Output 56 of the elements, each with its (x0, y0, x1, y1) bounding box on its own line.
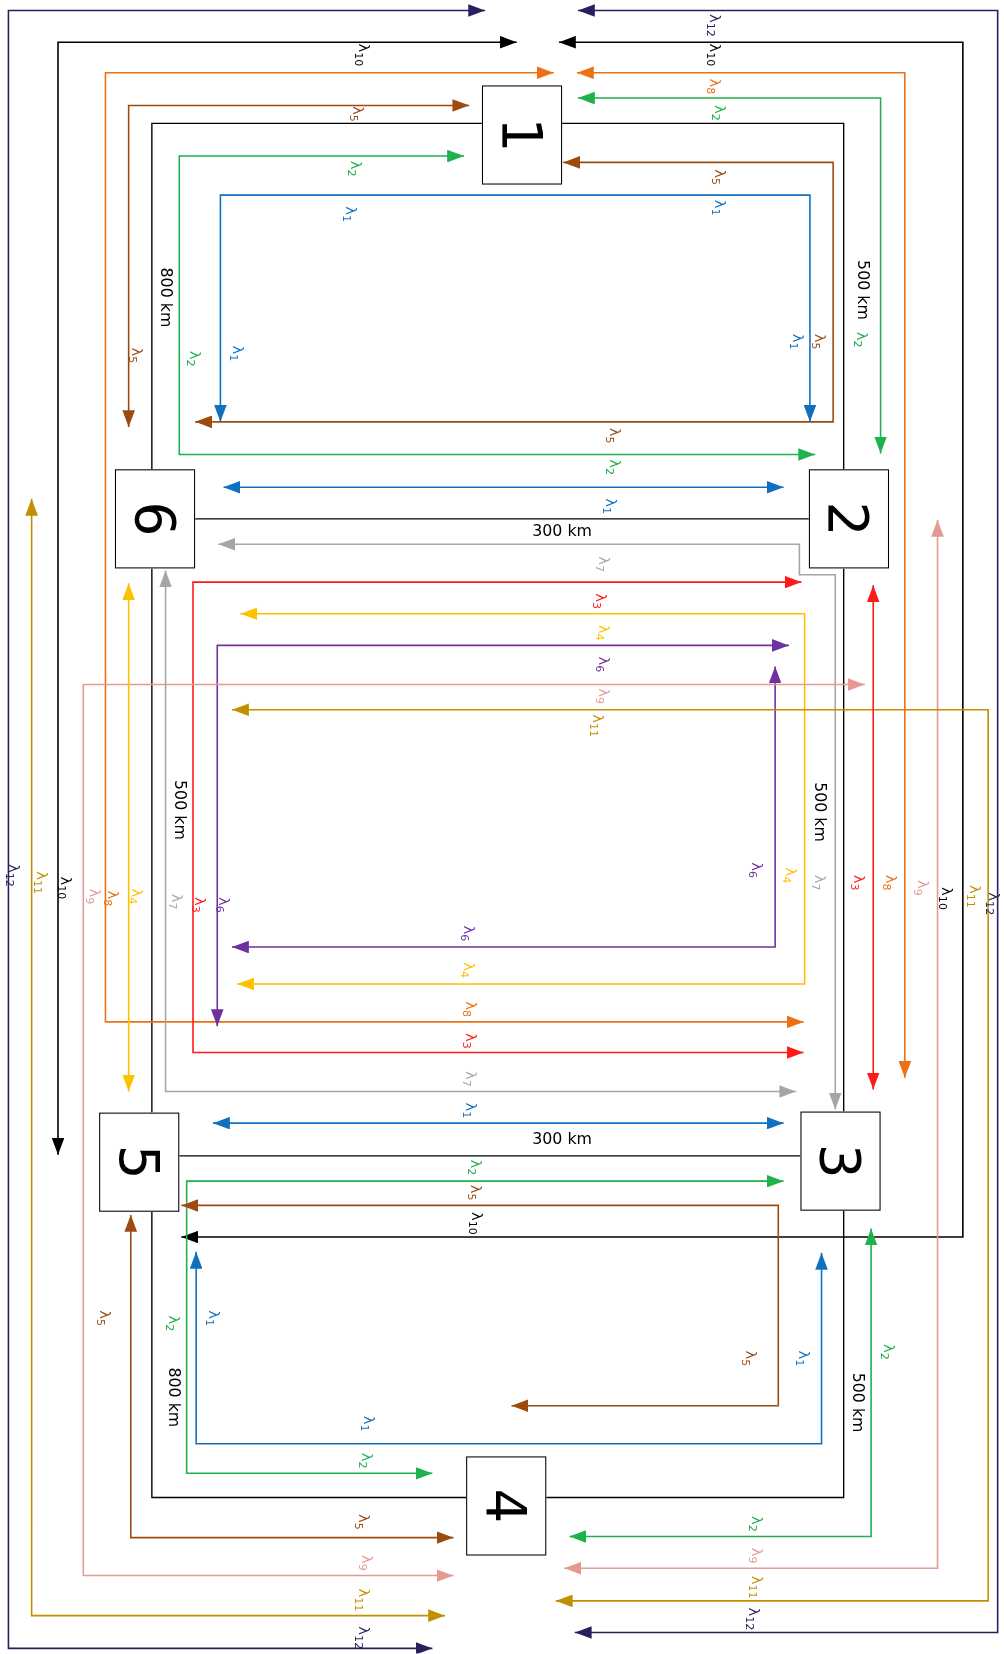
node-number: 4 (478, 1488, 534, 1524)
node-box (114, 469, 196, 569)
distance-label: 800 km (166, 1367, 182, 1428)
connector-arrow (180, 35, 964, 1244)
connector-arrow (231, 665, 782, 954)
connector-arrow (231, 703, 989, 1608)
link-line (561, 122, 845, 470)
connector-arrow (210, 639, 790, 1027)
connector-arrow (25, 498, 446, 1622)
connector-arrow (189, 1251, 828, 1445)
connector-arrow (178, 149, 816, 461)
connector-arrow (122, 99, 471, 428)
link-line (178, 1155, 802, 1157)
node-number: 1 (494, 117, 550, 153)
node-number: 2 (821, 501, 877, 537)
connector-arrow (568, 1227, 878, 1543)
node-number: 5 (111, 1144, 167, 1180)
link-line (151, 567, 153, 1114)
connector-arrow (194, 156, 834, 429)
connector-arrow (577, 91, 887, 455)
connector-arrow (51, 35, 518, 1156)
connector-arrow (222, 480, 785, 494)
node-number: 3 (813, 1143, 868, 1179)
connector-arrow (576, 66, 912, 1079)
distance-label: 500 km (854, 260, 871, 320)
distance-label: 800 km (157, 267, 174, 328)
node-box (466, 1456, 547, 1556)
node-number: 6 (127, 501, 183, 537)
link-line (151, 1211, 467, 1499)
distance-label: 500 km (811, 782, 828, 842)
node-box (481, 85, 563, 185)
link-line (545, 1210, 845, 1499)
node-box (800, 1111, 881, 1211)
connector-arrow (185, 1174, 785, 1480)
node-box (99, 1112, 180, 1212)
connector-arrow (573, 4, 999, 1639)
connector-arrow (563, 519, 944, 1575)
connector-arrow (217, 537, 842, 1111)
link-line (151, 122, 483, 470)
connector-arrow (104, 66, 805, 1029)
connector-arrow (212, 1116, 785, 1130)
connector-arrow (7, 4, 486, 1654)
distance-label: 300 km (532, 1131, 592, 1147)
connector-arrow (124, 1214, 455, 1544)
distance-label: 500 km (171, 780, 188, 840)
connector-arrow (122, 582, 135, 1093)
link-line (194, 518, 810, 520)
distance-label: 500 km (849, 1372, 866, 1433)
connector-arrow (82, 678, 866, 1582)
link-line (843, 567, 845, 1113)
connector-arrow (180, 1199, 780, 1413)
distance-label: 300 km (532, 523, 592, 540)
connector-arrow (214, 194, 817, 423)
connector-arrow (866, 584, 880, 1091)
connector-arrow (236, 607, 806, 991)
node-box (808, 469, 890, 569)
